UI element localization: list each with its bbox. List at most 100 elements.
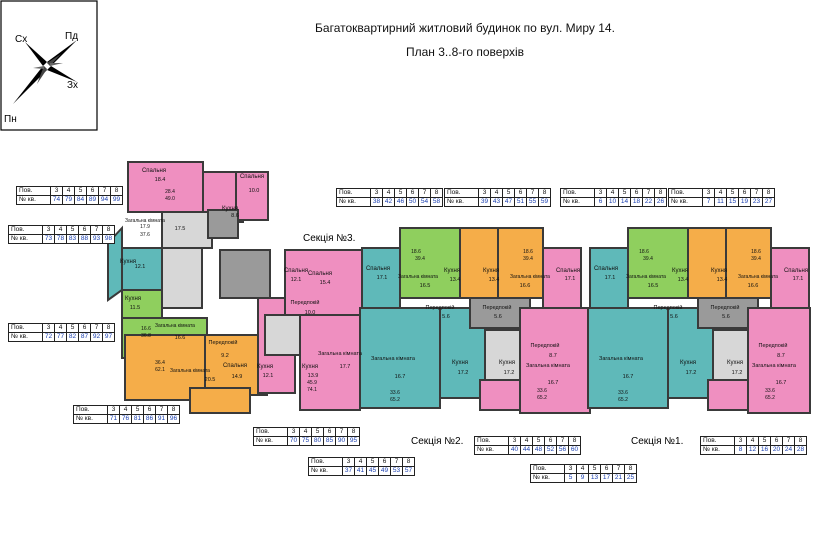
apt-header: № кв. — [560, 197, 595, 207]
room — [479, 379, 521, 411]
floor-number: 8 — [762, 188, 775, 198]
compass-ne-label: Пд — [65, 31, 78, 42]
floor-header: Пов. — [73, 405, 108, 415]
room-label: Спальня — [284, 268, 308, 274]
apt-header: № кв. — [444, 197, 479, 207]
room-label: Загальна кімната — [510, 274, 550, 280]
room-area: 17.1 — [377, 275, 388, 281]
floor-header: Пов. — [530, 464, 565, 474]
apt-number: 46 — [394, 197, 407, 207]
room-label: Спальня — [223, 363, 247, 369]
floor-number: 6 — [600, 464, 613, 474]
apt-number: 40 — [508, 445, 521, 455]
floor-number: 5 — [758, 436, 771, 446]
floor-number: 8 — [102, 323, 115, 333]
room-area: 62.1 — [155, 367, 165, 373]
apt-number: 74 — [50, 195, 63, 205]
floor-number: 6 — [406, 188, 419, 198]
room-label: Спальня — [308, 271, 332, 277]
room — [264, 314, 301, 356]
floor-number: 3 — [564, 464, 577, 474]
room-area: 13.4 — [678, 277, 689, 283]
room — [497, 227, 544, 299]
apt-header: № кв. — [474, 445, 509, 455]
floor-number: 8 — [102, 225, 115, 235]
apt-number: 78 — [54, 234, 67, 244]
room-label: Загальна кімната — [738, 274, 778, 280]
room-area: 16.7 — [623, 374, 634, 380]
apt-number: 92 — [90, 332, 103, 342]
room — [204, 334, 268, 396]
floor-header: Пов. — [8, 323, 43, 333]
floor-number: 3 — [287, 427, 300, 437]
apt-number: 14 — [618, 197, 631, 207]
room-area: 17.2 — [686, 370, 697, 376]
room-area: 8.7 — [549, 353, 557, 359]
floor-number: 4 — [382, 188, 395, 198]
apt-header: № кв. — [530, 473, 565, 483]
room-label: Загальна кімната — [125, 218, 165, 224]
room-area: 5.6 — [442, 314, 450, 320]
floor-number: 7 — [90, 323, 103, 333]
stair-core — [207, 209, 239, 239]
room-label: Спальня — [142, 168, 166, 174]
apt-header: № кв. — [8, 234, 43, 244]
floor-number: 6 — [544, 436, 557, 446]
floor-number: 7 — [782, 436, 795, 446]
room-label: Кухня — [680, 360, 696, 366]
floor-number: 6 — [78, 323, 91, 333]
floor-number: 4 — [54, 225, 67, 235]
apt-number: 43 — [490, 197, 503, 207]
apt-number: 97 — [102, 332, 115, 342]
apt-number: 91 — [155, 414, 168, 424]
room — [399, 227, 461, 299]
room-area: 33.6 — [390, 390, 400, 396]
apt-number: 71 — [107, 414, 120, 424]
room — [747, 307, 811, 414]
floor-header: Пов. — [700, 436, 735, 446]
floor-number: 3 — [42, 225, 55, 235]
apt-number: 82 — [66, 332, 79, 342]
apt-number: 50 — [406, 197, 419, 207]
apt-number: 94 — [98, 195, 111, 205]
room-area: 16.5 — [420, 283, 431, 289]
section-3-label: Секція №3. — [303, 233, 355, 244]
room-label: Спальня — [366, 266, 390, 272]
room-area: 33.6 — [618, 390, 628, 396]
floor-header: Пов. — [16, 186, 51, 196]
apt-header: № кв. — [308, 466, 343, 476]
apt-number: 96 — [167, 414, 180, 424]
floor-number: 4 — [119, 405, 132, 415]
room-area: 39.4 — [643, 256, 653, 262]
floor-number: 5 — [532, 436, 545, 446]
apt-number: 16 — [758, 445, 771, 455]
floor-number: 7 — [418, 188, 431, 198]
room-label: Кухня — [711, 268, 727, 274]
apt-number: 49 — [378, 466, 391, 476]
room-area: 18.6 — [523, 249, 533, 255]
apt-number: 59 — [538, 197, 551, 207]
room-area: 74.1 — [307, 387, 317, 393]
room-area: 39.4 — [523, 256, 533, 262]
room-label: Кухня — [125, 296, 141, 302]
room-label: Передпокій — [483, 304, 512, 311]
room-area: 16.7 — [548, 380, 559, 386]
apt-number: 24 — [782, 445, 795, 455]
apt-header: № кв. — [700, 445, 735, 455]
room-label: Кухня — [120, 259, 136, 265]
room-label: Кухня — [499, 360, 515, 366]
floor-number: 5 — [66, 323, 79, 333]
floor-number: 3 — [42, 323, 55, 333]
apt-number: 75 — [299, 436, 312, 446]
room-area: 17.2 — [458, 370, 469, 376]
apt-number: 28 — [794, 445, 807, 455]
room-area: 45.9 — [307, 380, 317, 386]
